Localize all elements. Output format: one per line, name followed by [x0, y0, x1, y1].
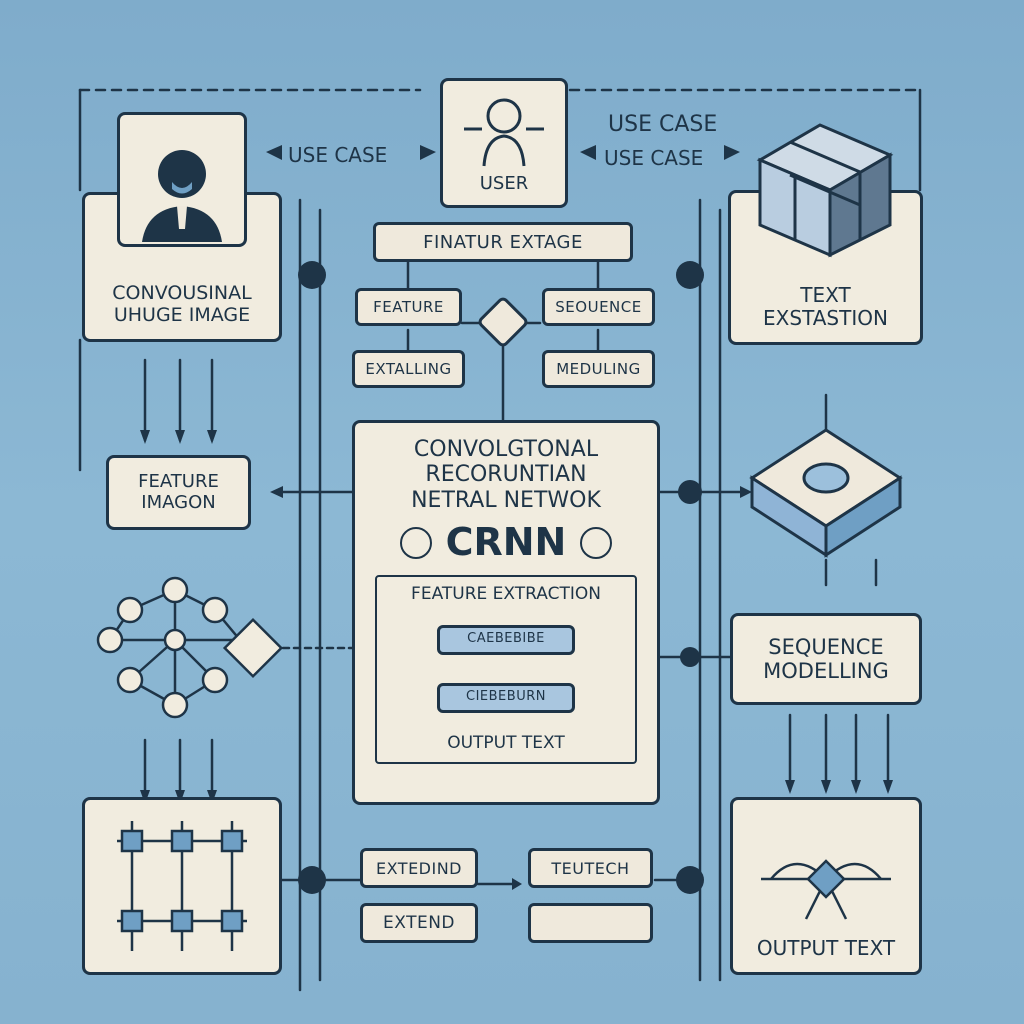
teutech-box: TEUTECH — [528, 848, 653, 888]
meduling-box: MEDULING — [542, 350, 655, 388]
output-graph-icon — [761, 859, 891, 920]
extalling-box: EXTALLING — [352, 350, 465, 388]
output-text-label: OUTPUT TEXT — [756, 936, 896, 960]
use-case-left-label: USE CASE — [288, 143, 388, 167]
crnn-acronym: CRNN — [445, 519, 567, 564]
crnn-inner-box1: CAEBEBIBE — [437, 624, 575, 655]
crnn-inner-box2: CIEBEBURN — [437, 682, 575, 713]
crnn-acronym-row: CRNN — [399, 519, 613, 565]
output-text-panel: OUTPUT TEXT — [730, 797, 922, 975]
user-avatar-panel — [117, 112, 247, 247]
center-header-box: FINATUR EXTAGE — [373, 222, 633, 262]
user-label: USER — [479, 173, 529, 195]
extend-box: EXTEND — [360, 903, 478, 943]
feature-box: FEATURE — [355, 288, 462, 326]
crnn-inner-frame: FEATURE EXTRACTION CAEBEBIBE CIEBEBURN O… — [375, 574, 637, 764]
crnn-title-line1: CONVOLGTONAL — [413, 437, 599, 462]
crnn-left-node-icon — [399, 526, 432, 559]
feature-map-grid-icon — [117, 821, 247, 951]
use-case-right-top-label: USE CASE — [608, 112, 718, 137]
crnn-title-line3: NETRAL NETWOK — [411, 487, 601, 513]
empty-output-box — [528, 903, 653, 943]
crnn-title-line2: RECORUNTIAN — [425, 462, 587, 488]
crnn-right-node-icon — [580, 526, 613, 559]
sequence-modelling-box: SEQUENCE MODELLING — [730, 613, 922, 705]
user-node: USER — [440, 78, 568, 208]
use-case-right-bottom-label: USE CASE — [604, 146, 704, 170]
user-avatar-icon — [142, 150, 222, 242]
feature-map-panel — [82, 797, 282, 975]
sequence-box: SEOUENCE — [542, 288, 655, 326]
feature-imagon-box: FEATURE IMAGON — [106, 455, 251, 530]
extending-box: EXTEDIND — [360, 848, 478, 888]
feature-extraction-label: FEATURE EXTRACTION — [411, 583, 601, 604]
crnn-output-text-label: OUTPUT TEXT — [447, 733, 565, 754]
user-outline-icon — [464, 98, 544, 167]
crnn-panel: CONVOLGTONAL RECORUNTIAN NETRAL NETWOK C… — [352, 420, 660, 805]
